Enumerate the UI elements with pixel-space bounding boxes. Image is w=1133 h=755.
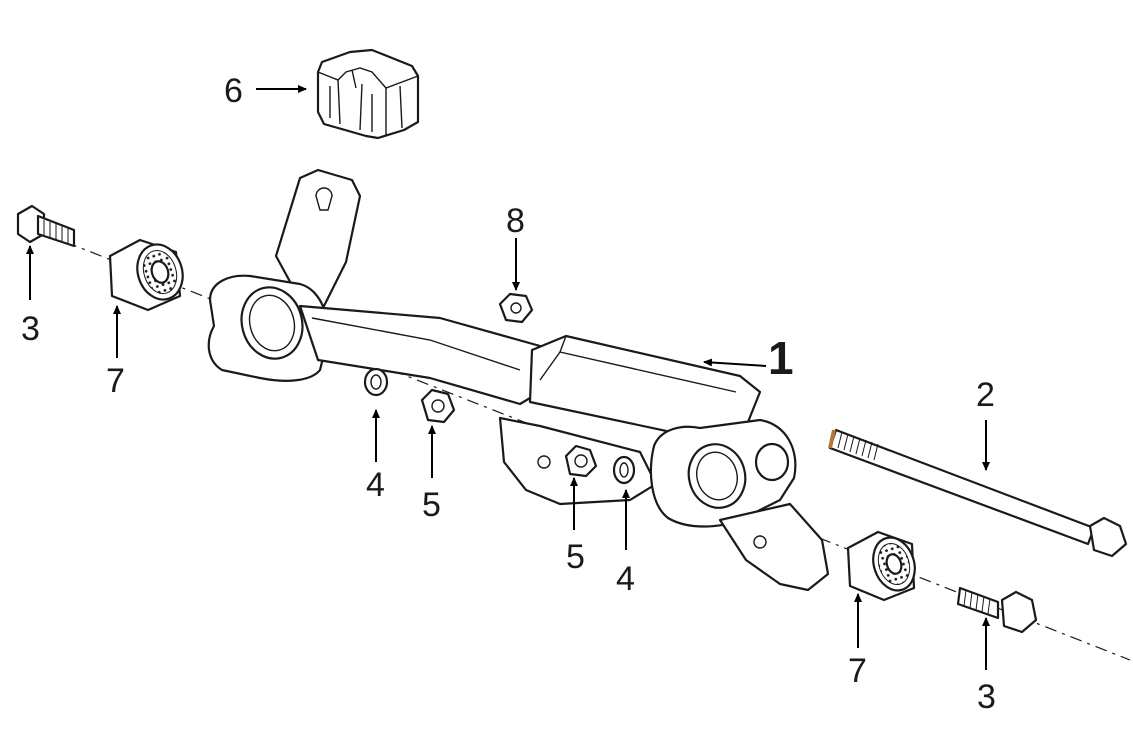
flange-bolt-part-3-left bbox=[16, 204, 76, 248]
callout-3-left-label: 3 bbox=[21, 310, 40, 348]
callout-5-left-label: 5 bbox=[422, 486, 441, 524]
callout-1-label: 1 bbox=[768, 332, 794, 384]
swing-arm-part-1 bbox=[207, 168, 830, 592]
rubber-block-part-6 bbox=[316, 48, 420, 140]
nut-part-8 bbox=[498, 292, 534, 324]
callout-7-left-label: 7 bbox=[106, 362, 125, 400]
flange-bolt-part-3-right bbox=[956, 586, 1038, 634]
callout-5-right-label: 5 bbox=[566, 538, 585, 576]
callout-1-arrow bbox=[703, 358, 767, 367]
nut-part-5-right bbox=[564, 444, 598, 478]
washer-part-4-right bbox=[612, 455, 636, 485]
callout-8-label: 8 bbox=[506, 202, 525, 240]
nut-part-5-left bbox=[420, 388, 456, 424]
long-bolt-part-2 bbox=[828, 428, 1128, 558]
callout-6-label: 6 bbox=[224, 72, 243, 110]
washer-part-4-left bbox=[363, 367, 389, 397]
callout-2-label: 2 bbox=[976, 376, 995, 414]
callout-4-left-label: 4 bbox=[366, 466, 385, 504]
callout-7-right-label: 7 bbox=[848, 652, 867, 690]
callout-4-right-label: 4 bbox=[616, 560, 635, 598]
bearing-part-7-left bbox=[108, 238, 184, 312]
callout-3-right-label: 3 bbox=[977, 678, 996, 716]
bearing-part-7-right bbox=[846, 530, 916, 602]
